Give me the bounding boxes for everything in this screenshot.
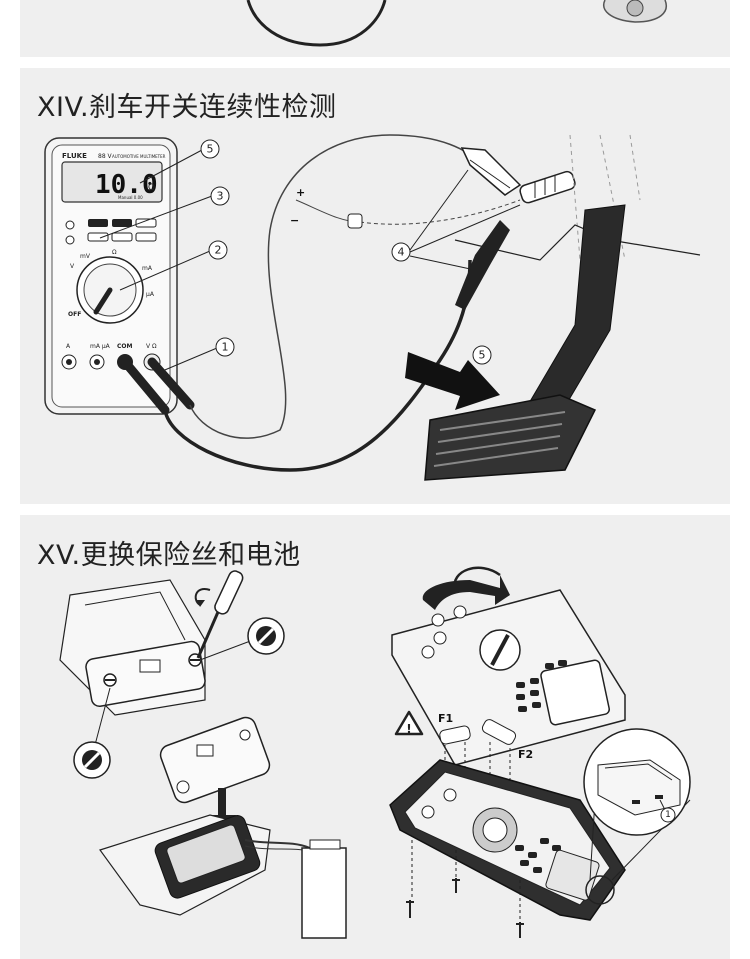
section-title-fuse-battery: XV.更换保险丝和电池	[37, 540, 301, 571]
jack-a-label: A	[66, 343, 71, 350]
meter-back-top	[59, 579, 206, 716]
rotate-arrow-icon	[197, 600, 205, 607]
dial-ua-label: μA	[146, 291, 155, 298]
callout-5-pedal: 5	[479, 349, 486, 362]
meter-display-unit: Ω	[148, 183, 155, 193]
section-title-brake-switch: XIV.刹车开关连续性检测	[37, 92, 337, 123]
jack-com-label: COM	[117, 343, 133, 350]
callout-5-top: 5	[207, 143, 214, 156]
screwdriver	[194, 570, 244, 659]
flathead-screw-icon	[73, 617, 285, 779]
jack-ma-label: mA μA	[90, 343, 111, 350]
brake-pedal	[405, 204, 626, 481]
meter-model: 88 V	[98, 153, 113, 160]
brake-switch	[454, 134, 701, 261]
dial-ma-label: mA	[142, 265, 153, 272]
dial-mv-label: mV	[80, 253, 91, 260]
meter-rear-case	[389, 759, 626, 938]
callouts-brake: 5 3 2 1 4 5	[99, 139, 521, 373]
callout-4: 4	[398, 246, 405, 259]
previous-section-illustration	[246, 0, 667, 47]
meter-display-sub: Manual 0.00	[118, 195, 143, 200]
callout-1-inset: 1	[665, 810, 671, 820]
dial-v-label: V	[70, 263, 75, 270]
meter-lcd	[61, 161, 163, 203]
dial-ohm-label: Ω	[112, 249, 117, 256]
meter-buttons	[65, 218, 157, 245]
flip-arrow-icon	[422, 575, 510, 610]
jack-v-label: V Ω	[146, 343, 157, 350]
multimeter: FLUKE 88 V AUTOMOTIVE MULTIMETER 10.0 Ω …	[44, 137, 178, 415]
meter-battery-compartment	[99, 814, 347, 939]
probe-minus-sign: −	[290, 214, 299, 227]
probe-plus-sign: +	[296, 186, 305, 199]
warning-icon: !	[394, 710, 424, 736]
fuse-f2-label: F2	[518, 748, 533, 761]
meter-front-cover	[391, 566, 626, 766]
meter-rotary-dial: OFF V mV Ω mA μA	[68, 249, 155, 324]
meter-model-sub: AUTOMOTIVE MULTIMETER	[112, 154, 166, 159]
previous-section-panel	[20, 0, 730, 57]
meter-brand: FLUKE	[62, 152, 87, 160]
zoom-inset: 1	[583, 728, 691, 881]
test-leads: + −	[120, 134, 522, 472]
battery-icon	[301, 847, 347, 939]
fuse-f1-label: F1	[438, 712, 453, 725]
dial-off-label: OFF	[68, 311, 81, 318]
callout-1: 1	[222, 341, 229, 354]
battery-cover	[159, 716, 271, 832]
callout-2: 2	[215, 244, 222, 257]
callout-3: 3	[217, 190, 224, 203]
warning-mark: !	[406, 722, 411, 736]
meter-display-value: 10.0	[95, 170, 158, 200]
